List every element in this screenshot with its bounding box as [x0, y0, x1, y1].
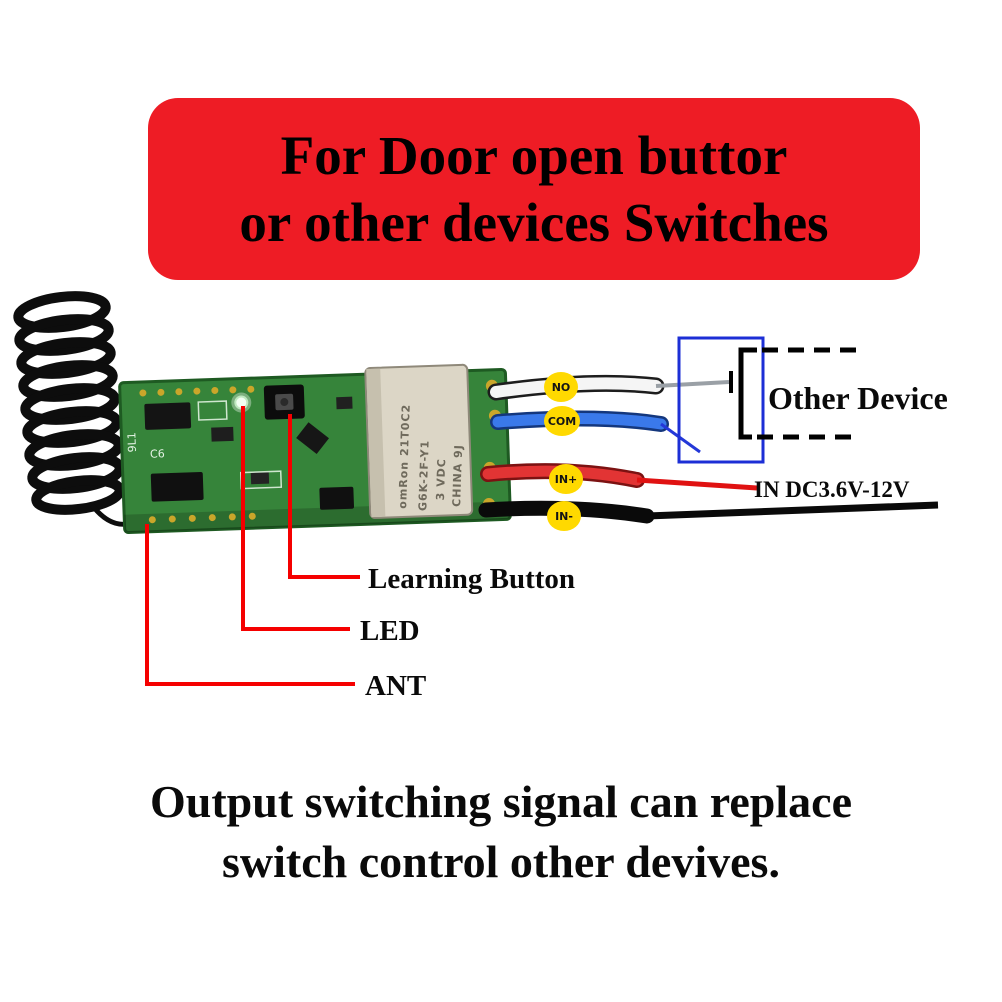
- pcb-board: omRon 21T0C2 G6K-2F-Y1 3 VDC CHINA 9J C6…: [118, 363, 512, 535]
- coil-loop: [16, 337, 116, 379]
- tag-in-minus-label: IN-: [555, 510, 573, 523]
- other-device-connector: [677, 336, 864, 464]
- in-minus-lead: [646, 501, 939, 520]
- ic-chip: [144, 402, 192, 430]
- in-plus-lead: [636, 477, 758, 491]
- footer-line-2: switch control other devives.: [222, 835, 780, 887]
- footer-caption: Output switching signal can replace swit…: [0, 772, 1002, 892]
- wires: [478, 374, 669, 524]
- ic-chip: [319, 486, 355, 510]
- smd-component: [250, 471, 270, 485]
- input-voltage-label: IN DC3.6V-12V: [754, 477, 910, 502]
- wire-no: [490, 377, 662, 398]
- coil-loop: [20, 383, 120, 425]
- contact-lead-bottom: [738, 400, 752, 440]
- tag-no-label: NO: [552, 381, 571, 394]
- ant-label: ANT: [365, 670, 426, 702]
- coil-loop: [31, 475, 125, 515]
- tag-in-minus: IN-: [547, 501, 581, 531]
- no-to-device-lead: [655, 380, 730, 388]
- coil-loop: [14, 314, 114, 356]
- pad-row-top: [139, 385, 255, 397]
- silkscreen-9l1: 9L1: [125, 432, 139, 453]
- device-box: [677, 336, 765, 464]
- silkscreen-c6: C6: [150, 447, 165, 461]
- led-label: LED: [360, 615, 420, 647]
- wire-com: [492, 412, 667, 430]
- callout-line-learning-button: [288, 414, 360, 579]
- coil-loop: [13, 291, 111, 333]
- relay-marking-model: G6K-2F-Y1: [416, 440, 431, 512]
- smd-component: [211, 426, 234, 442]
- antenna-coil: [13, 291, 142, 527]
- relay-marking-brand: omRon 21T0C2: [396, 404, 413, 509]
- coil-loop: [18, 360, 118, 402]
- other-device-label: Other Device: [768, 380, 948, 416]
- wire-tags: NO COM IN+ IN-: [544, 372, 583, 531]
- footer-line-1: Output switching signal can replace: [150, 776, 852, 827]
- silkscreen-outline: [197, 400, 228, 421]
- callout-line-ant: [145, 524, 355, 686]
- banner-line-2: or other devices Switches: [239, 192, 829, 253]
- relay-marking-voltage: 3 VDC: [434, 458, 448, 501]
- pad-row-bottom: [148, 512, 256, 524]
- promo-banner: For Door open buttor or other devices Sw…: [148, 98, 920, 280]
- coil-loop: [22, 406, 122, 448]
- callout-line-led: [241, 406, 350, 631]
- banner-line-1: For Door open buttor: [280, 124, 788, 186]
- coil-loop: [27, 452, 125, 494]
- learning-button-label: Learning Button: [368, 563, 575, 595]
- tag-com-label: COM: [548, 415, 576, 428]
- smd-component: [296, 422, 329, 454]
- coil-loop: [24, 429, 124, 471]
- tag-in-plus: IN+: [549, 464, 583, 494]
- tag-in-plus-label: IN+: [555, 473, 578, 486]
- smd-component: [336, 396, 353, 410]
- tag-com: COM: [544, 406, 580, 436]
- contact-lead-top: [738, 347, 757, 364]
- relay-marking-origin: CHINA 9J: [450, 444, 465, 507]
- relay-component: omRon 21T0C2 G6K-2F-Y1 3 VDC CHINA 9J: [364, 363, 474, 519]
- callout-lines: [145, 406, 360, 686]
- tag-no: NO: [544, 372, 578, 402]
- ic-chip: [150, 472, 204, 502]
- learning-button-component: [263, 384, 305, 420]
